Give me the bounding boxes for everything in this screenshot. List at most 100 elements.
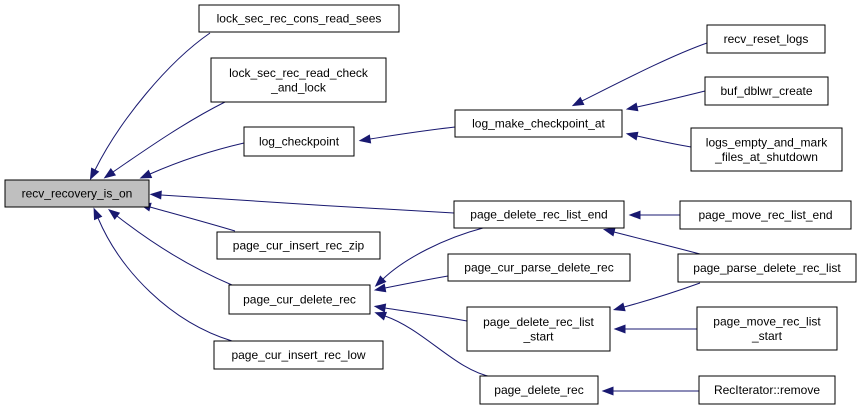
node-page-delete-rec[interactable]: page_delete_rec [479, 375, 599, 405]
node-label: lock_sec_rec_cons_read_sees [217, 12, 382, 26]
edge-line [369, 126, 456, 140]
node-label: lock_sec_rec_read_check [229, 66, 369, 80]
edge-line [97, 217, 233, 342]
edge-line [623, 282, 701, 308]
node-box [696, 306, 838, 351]
node-box [243, 126, 355, 157]
edge-recv-reset-logs-to-log-make-checkpoint-at [571, 42, 708, 107]
edge-line [384, 275, 449, 289]
node-page-cur-parse-delete-rec[interactable]: page_cur_parse_delete_rec [447, 253, 631, 282]
edge-line [613, 231, 701, 255]
edge-page-parse-delete-rec-list-to-page-delete-rec-list-end [602, 227, 701, 255]
edge-page-delete-rec-list-end-to-page-cur-delete-rec [374, 227, 484, 287]
edge-line [636, 135, 692, 148]
node-page-move-rec-list-start[interactable]: page_move_rec_list_start [696, 306, 838, 351]
node-log-checkpoint[interactable]: log_checkpoint [243, 126, 355, 157]
node-label: recv_recovery_is_on [22, 187, 133, 201]
edge-line [94, 32, 211, 171]
node-label: page_delete_rec [494, 383, 583, 397]
node-box [453, 200, 625, 229]
node-label: page_cur_insert_rec_zip [233, 239, 365, 253]
edge-buf-dblwr-create-to-log-make-checkpoint-at [625, 90, 706, 112]
node-label: _start [522, 329, 554, 343]
node-page-cur-delete-rec[interactable]: page_cur_delete_rec [228, 284, 371, 315]
node-box [228, 284, 371, 315]
node-page-cur-insert-rec-zip[interactable]: page_cur_insert_rec_zip [216, 231, 381, 260]
node-label: _start [751, 329, 783, 343]
node-label: page_move_rec_list_end [698, 208, 832, 222]
arrowhead-icon [373, 303, 387, 313]
edge-lock-sec-rec-read-check-and-lock-to-recv-recovery-is-on [103, 101, 226, 179]
node-label: logs_empty_and_mark [706, 135, 828, 149]
node-label: RecIterator::remove [714, 383, 820, 397]
edge-line [384, 315, 493, 378]
node-label: log_checkpoint [259, 135, 340, 149]
edge-line [636, 90, 706, 108]
edge-page-cur-delete-rec-to-recv-recovery-is-on [107, 208, 233, 286]
node-page-delete-rec-list-end[interactable]: page_delete_rec_list_end [453, 200, 625, 229]
node-label: page_move_rec_list [713, 314, 821, 328]
node-box [213, 340, 384, 370]
arrowhead-icon [358, 134, 372, 144]
edge-page-cur-insert-rec-zip-to-recv-recovery-is-on [139, 202, 236, 232]
edge-page-move-rec-list-start-to-page-delete-rec-list-start [613, 324, 697, 334]
node-page-cur-insert-rec-low[interactable]: page_cur_insert_rec_low [213, 340, 384, 370]
node-lock-sec-rec-cons-read-sees[interactable]: lock_sec_rec_cons_read_sees [198, 4, 400, 33]
node-logs-empty-and-mark-files-at-shutdown[interactable]: logs_empty_and_mark_files_at_shutdown [690, 127, 843, 172]
arrowhead-icon [373, 283, 387, 293]
node-box [690, 127, 843, 172]
node-log-make-checkpoint-at[interactable]: log_make_checkpoint_at [454, 109, 623, 138]
arrowhead-icon [103, 168, 117, 179]
arrowhead-icon [107, 208, 121, 220]
edge-reciterator-remove-to-page-delete-rec [601, 386, 699, 396]
arrowhead-icon [89, 167, 100, 181]
node-box [4, 179, 150, 208]
node-buf-dblwr-create[interactable]: buf_dblwr_create [704, 76, 829, 106]
arrowhead-icon [571, 96, 585, 107]
node-label: recv_reset_logs [724, 32, 809, 46]
arrowhead-icon [374, 275, 387, 287]
nodes-layer: recv_recovery_is_on lock_sec_rec_cons_rea… [4, 4, 857, 405]
node-box [698, 375, 836, 405]
node-label: page_cur_delete_rec [243, 293, 356, 307]
node-box [704, 76, 829, 106]
node-recv-recovery-is-on[interactable]: recv_recovery_is_on [4, 179, 150, 208]
arrowhead-icon [601, 386, 614, 396]
arrowhead-icon [139, 169, 153, 179]
node-box [466, 306, 611, 352]
node-box [198, 4, 400, 33]
edge-line [149, 206, 236, 232]
node-box [447, 253, 631, 282]
node-reciterator-remove[interactable]: RecIterator::remove [698, 375, 836, 405]
arrowhead-icon [93, 207, 103, 221]
edge-page-cur-insert-rec-low-to-recv-recovery-is-on [93, 207, 233, 342]
edge-page-delete-rec-to-page-cur-delete-rec [374, 311, 493, 378]
edge-line [112, 101, 226, 173]
edge-line [384, 307, 468, 322]
node-box [479, 375, 599, 405]
node-box [677, 253, 857, 283]
node-label: page_delete_rec_list [483, 315, 594, 329]
arrowhead-icon [602, 227, 616, 237]
arrowhead-icon [625, 131, 639, 141]
node-label: page_cur_parse_delete_rec [464, 261, 613, 275]
node-lock-sec-rec-read-check-and-lock[interactable]: lock_sec_rec_read_check_and_lock [210, 57, 387, 103]
edge-page-move-rec-list-end-to-page-delete-rec-list-end [628, 210, 680, 220]
edge-page-delete-rec-list-end-to-recv-recovery-is-on [149, 190, 455, 214]
edge-line [116, 215, 233, 286]
node-label: _and_lock [270, 81, 327, 95]
node-page-delete-rec-list-start[interactable]: page_delete_rec_list_start [466, 306, 611, 352]
node-box [216, 231, 381, 260]
node-box [210, 57, 387, 103]
edge-line [149, 142, 245, 175]
node-box [454, 109, 623, 138]
node-page-move-rec-list-end[interactable]: page_move_rec_list_end [679, 200, 852, 230]
node-box [679, 200, 852, 230]
node-label: page_parse_delete_rec_list [693, 261, 841, 275]
node-recv-reset-logs[interactable]: recv_reset_logs [706, 24, 826, 54]
edge-line [382, 227, 484, 280]
node-page-parse-delete-rec-list[interactable]: page_parse_delete_rec_list [677, 253, 857, 283]
node-box [706, 24, 826, 54]
arrowhead-icon [625, 102, 639, 112]
